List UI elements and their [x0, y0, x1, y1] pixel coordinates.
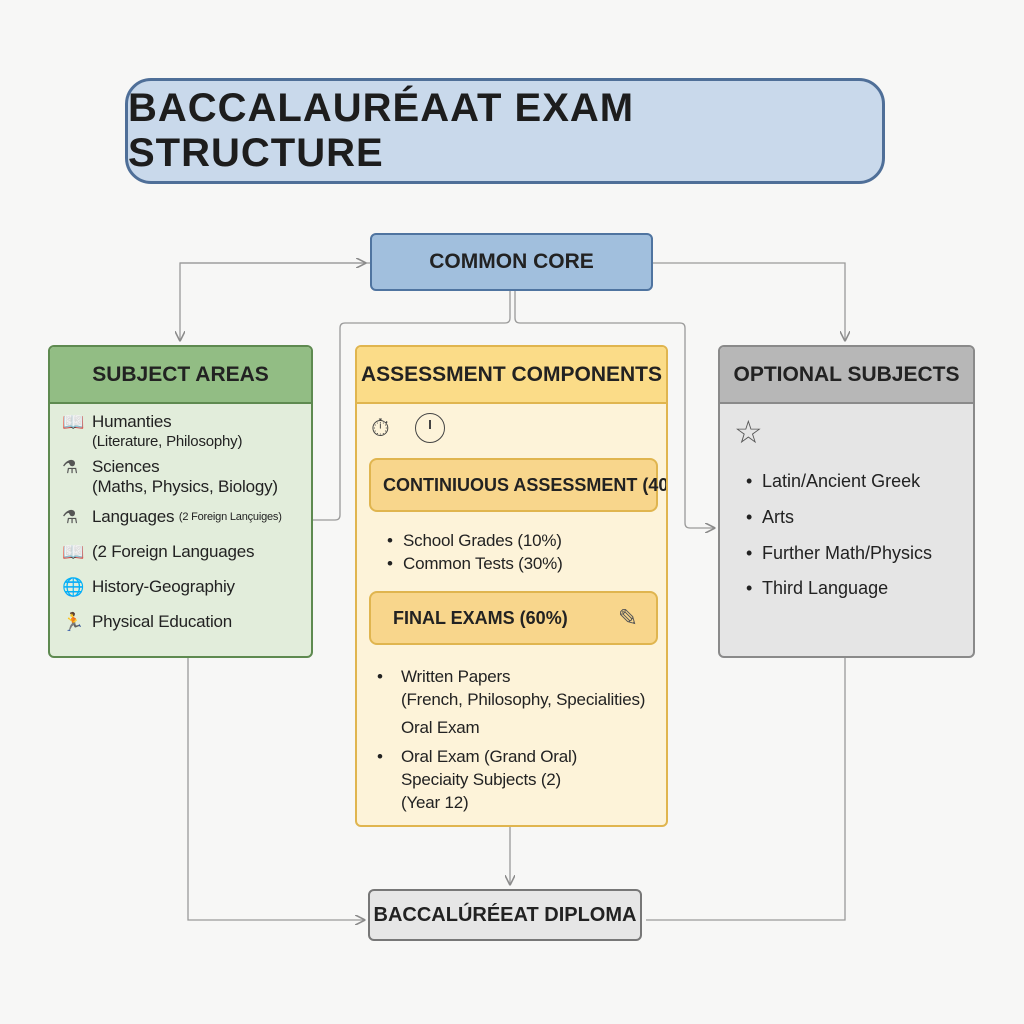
runner-icon: 🏃: [62, 612, 85, 632]
item-detail: (Year 12): [401, 793, 469, 812]
item-label: School Grades (10%): [403, 531, 562, 550]
item-label: Humanties: [92, 412, 172, 431]
list-item: •Common Tests (30%): [387, 554, 563, 573]
stopwatch-icon: ⏱: [371, 415, 390, 442]
optional-subjects-panel: OPTIONAL SUBJECTS ☆ •Latin/Ancient Greek…: [718, 345, 975, 658]
item-label: Third Language: [762, 578, 889, 598]
connector-subjects-to-diploma: [187, 658, 364, 920]
item-label: Languages: [92, 507, 175, 526]
book-icon: 📖: [62, 412, 85, 432]
assessment-components-panel: ASSESSMENT COMPONENTS ⏱ CONTINIUOUS ASSE…: [355, 345, 668, 827]
list-item: ⚗ Languages (2 Foreign Lançuiges): [62, 502, 311, 532]
continuous-assessment-box: CONTINIUOUS ASSESSMENT (40%): [369, 458, 666, 512]
final-exams-label: FINAL EXAMS (60%): [393, 607, 568, 628]
item-label: Physical Education: [92, 612, 233, 631]
item-detail: Speciaity Subjects (2): [401, 770, 562, 789]
connector-optional-to-diploma: [646, 658, 846, 921]
item-label: Arts: [762, 507, 795, 527]
final-exams-box: FINAL EXAMS (60%) ✎: [369, 591, 658, 645]
list-item: •Further Math/Physics: [746, 543, 933, 563]
list-item: •Third Language: [746, 578, 889, 598]
book-icon: 📖: [62, 542, 85, 562]
list-item: 🏃 Physical Education: [62, 607, 311, 637]
list-item: •Oral Exam (Grand Oral)Speciaity Subject…: [377, 745, 645, 814]
list-item: •Written Papers(French, Philosophy, Spec…: [377, 667, 646, 737]
connector-core-to-subjects: [180, 262, 370, 340]
list-item: 📖 Humanties (Literature, Philosophy): [62, 412, 311, 452]
connector-core-to-optional: [653, 262, 845, 340]
assessment-header: ASSESSMENT COMPONENTS: [357, 347, 666, 404]
diploma-box: BACCALÚRÉEAT DIPLOMA: [368, 889, 642, 941]
page-title: BACCALAURÉAAT EXAM STRUCTURE: [125, 78, 885, 184]
item-detail: (Literature, Philosophy): [92, 433, 243, 450]
item-label: Sciences: [92, 457, 160, 476]
subject-areas-header: SUBJECT AREAS: [50, 347, 311, 404]
pencil-icon: ✎: [617, 604, 638, 632]
common-core-box: COMMON CORE: [370, 233, 653, 291]
connector-core-right: [514, 291, 714, 528]
list-item: •Arts: [746, 507, 795, 527]
connector-core-left: [313, 291, 511, 521]
item-label: History-Geographiy: [92, 577, 235, 596]
item-detail: (2 Foreign Lançuiges): [178, 511, 282, 523]
list-item: •School Grades (10%): [387, 531, 562, 550]
item-label: Further Math/Physics: [762, 543, 933, 563]
list-item: •Latin/Ancient Greek: [746, 471, 921, 491]
flask-icon: ⚗: [62, 507, 78, 527]
optional-header: OPTIONAL SUBJECTS: [720, 347, 973, 404]
item-detail: Oral Exam: [401, 718, 480, 737]
item-label: (2 Foreign Languages: [92, 542, 255, 561]
item-label: Latin/Ancient Greek: [762, 471, 921, 491]
item-label: Written Papers: [401, 667, 511, 686]
star-icon: ☆: [734, 414, 763, 450]
flasks-icon: ⚗: [62, 457, 78, 477]
list-item: 🌐 History-Geographiy: [62, 572, 311, 602]
globe-icon: 🌐: [62, 577, 85, 597]
item-detail: (Maths, Physics, Biology): [92, 477, 278, 496]
item-label: Oral Exam (Grand Oral): [401, 747, 578, 766]
clock-icon: [415, 413, 445, 443]
item-detail: (French, Philosophy, Specialities): [401, 690, 646, 709]
item-label: Common Tests (30%): [403, 554, 563, 573]
list-item: 📖 (2 Foreign Languages: [62, 537, 311, 567]
subject-areas-panel: SUBJECT AREAS 📖 Humanties (Literature, Phi…: [48, 345, 313, 658]
list-item: ⚗ Sciences(Maths, Physics, Biology): [62, 457, 311, 497]
